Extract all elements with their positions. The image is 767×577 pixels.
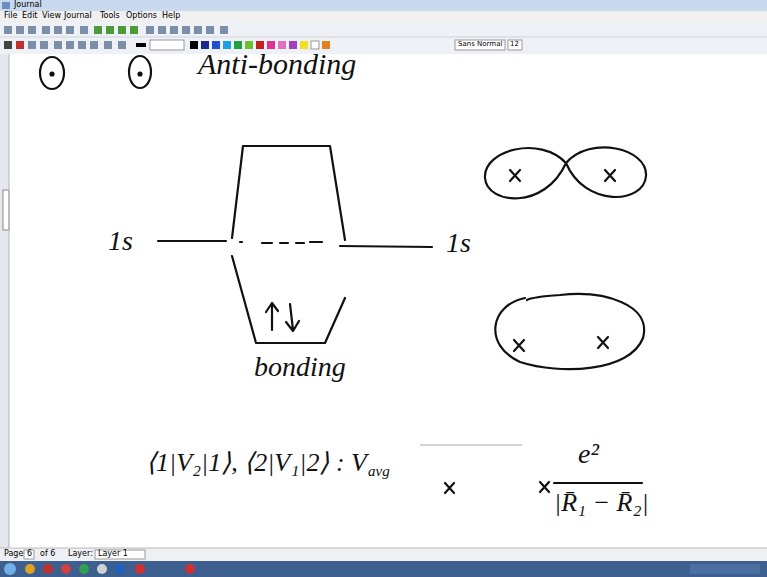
menu-item: Options — [126, 11, 157, 21]
orbital-label: Anti-bonding — [198, 46, 356, 82]
window-title: Journal — [14, 0, 42, 10]
menu-item: View — [42, 11, 61, 21]
level-label: 1s — [446, 226, 471, 260]
status-text: of 6 — [40, 549, 55, 559]
status-text: Layer: — [68, 549, 93, 559]
menu-item: Help — [162, 11, 180, 21]
matrix-elements: ⟨1|V₂|1⟩, ⟨2|V₁|2⟩ : V — [146, 447, 367, 478]
denominator: |R̄₁ − R̄₂| — [554, 487, 649, 518]
menu-item: File — [4, 11, 17, 21]
menu-item: Journal — [64, 11, 92, 21]
menu-item: Edit — [22, 11, 38, 21]
numerator: e² — [578, 437, 599, 471]
font-size-box: 12 — [510, 40, 519, 48]
menu-item: Tools — [100, 11, 120, 21]
subscript: avg — [368, 462, 390, 480]
level-label: 1s — [108, 224, 133, 258]
font-name-box: Sans Normal — [458, 40, 502, 48]
orbital-label: bonding — [254, 350, 346, 384]
status-text: Layer 1 — [98, 549, 128, 559]
status-text: 6 — [27, 549, 32, 559]
status-text: Page — [4, 549, 23, 559]
